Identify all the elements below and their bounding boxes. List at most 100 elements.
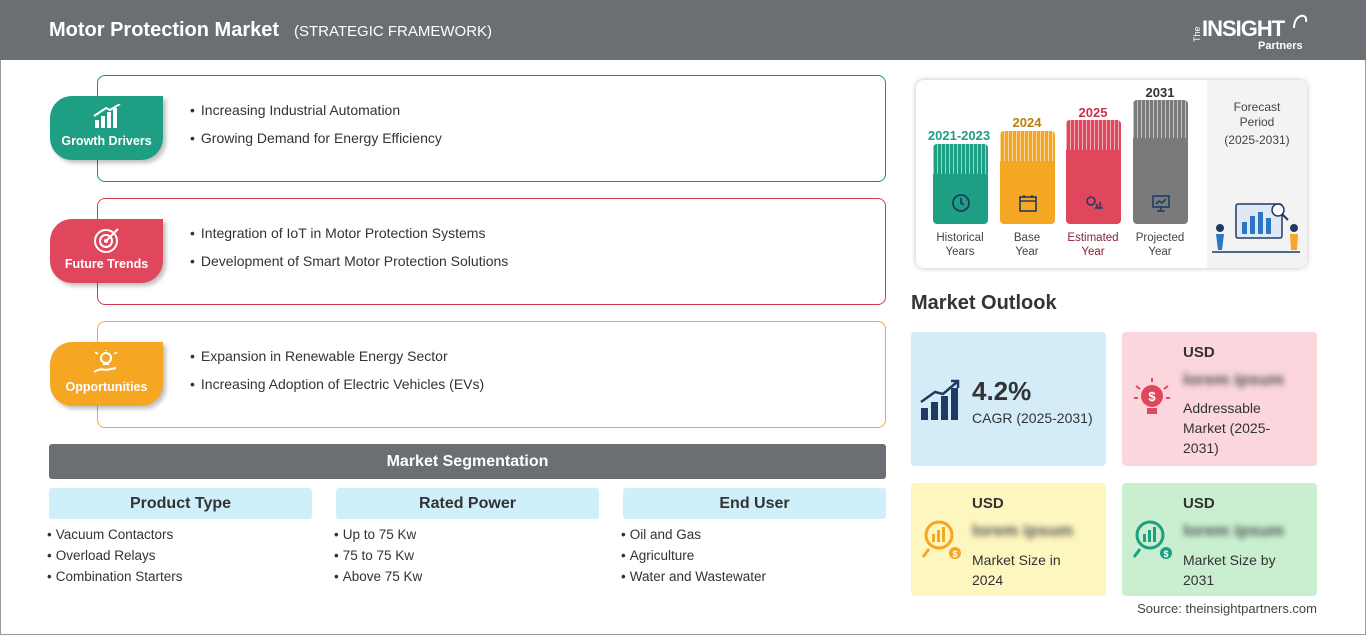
opportunities-list: Expansion in Renewable Energy Sector Inc… — [190, 342, 484, 398]
cagr-card: 4.2% CAGR (2025-2031) — [911, 332, 1106, 466]
insight-partners-logo[interactable]: The INSIGHT Partners — [1190, 10, 1310, 54]
segment-list-end-user: Oil and Gas Agriculture Water and Wastew… — [621, 524, 766, 587]
list-item: Combination Starters — [47, 566, 183, 587]
market-segmentation-header: Market Segmentation — [49, 444, 886, 479]
segment-header-end-user: End User — [623, 488, 886, 519]
forecast-period-range: (2025-2031) — [1224, 133, 1290, 147]
analytics-people-illustration-icon — [1212, 203, 1300, 253]
history-clock-icon — [951, 194, 970, 212]
segment-list-product-type: Vacuum Contactors Overload Relays Combin… — [47, 524, 183, 587]
addressable-currency: USD — [1183, 344, 1215, 361]
badge-label: Future Trends — [64, 257, 149, 271]
addressable-value-blurred: lorem ipsum — [1183, 370, 1285, 389]
bar-stripe — [933, 144, 988, 174]
list-item: Integration of IoT in Motor Protection S… — [190, 219, 508, 247]
label-line: Historical — [936, 232, 984, 244]
timeline-bar-estimated — [1066, 120, 1121, 224]
timeline-bar-historical — [933, 144, 988, 224]
forecast-title-line: Period — [1239, 115, 1275, 129]
target-icon — [94, 228, 119, 253]
label-line: 2024 — [972, 572, 1004, 588]
timeline-year-estimated: 2025 — [1078, 105, 1108, 120]
logo-the-text: The — [1192, 26, 1202, 42]
segment-list-rated-power: Up to 75 Kw 75 to 75 Kw Above 75 Kw — [334, 524, 423, 587]
label-line: Projected — [1135, 232, 1185, 244]
label-line: Year — [1081, 246, 1105, 258]
label-line: Year — [1148, 246, 1172, 258]
badge-label: Opportunities — [65, 380, 148, 394]
future-trends-box: Integration of IoT in Motor Protection S… — [97, 198, 886, 305]
header-bar: Motor Protection Market (STRATEGIC FRAME… — [0, 0, 1366, 60]
segment-header-rated-power: Rated Power — [336, 488, 599, 519]
market-outlook-title: Market Outlook — [911, 292, 1057, 314]
logo-partners-text: Partners — [1258, 40, 1303, 52]
list-item: Above 75 Kw — [334, 566, 423, 587]
bar-stripe — [1066, 120, 1121, 150]
growth-chart-icon — [920, 379, 960, 420]
timeline-bar-projected — [1133, 100, 1188, 224]
bar-stripe — [1133, 100, 1188, 138]
timeline-bar-base — [1000, 131, 1055, 224]
page-subtitle: (STRATEGIC FRAMEWORK) — [294, 23, 493, 40]
label-line: Years — [945, 246, 975, 258]
logo-main-text: INSIGHT — [1202, 16, 1285, 41]
cagr-value: 4.2% — [972, 376, 1032, 406]
growth-drivers-badge: Growth Drivers — [50, 96, 163, 160]
svg-text:$: $ — [1163, 549, 1168, 559]
gear-chart-icon — [1085, 196, 1103, 209]
list-item: Oil and Gas — [621, 524, 766, 545]
list-item: Overload Relays — [47, 545, 183, 566]
label-line: Year — [1015, 246, 1039, 258]
segment-header-product-type: Product Type — [49, 488, 312, 519]
list-item: Vacuum Contactors — [47, 524, 183, 545]
list-item: Growing Demand for Energy Efficiency — [190, 124, 442, 152]
logo-swoosh-icon — [1293, 14, 1308, 29]
lightbulb-hand-icon — [93, 350, 118, 373]
label-line: Addressable — [1183, 400, 1261, 416]
list-item: 75 to 75 Kw — [334, 545, 422, 566]
label-line: 2031) — [1183, 440, 1219, 456]
market-size-2024-card: $ USD lorem ipsum Market Size in 2024 — [911, 483, 1106, 596]
future-trends-badge: Future Trends — [50, 219, 163, 283]
bar-chart-up-icon — [93, 104, 121, 128]
opportunities-box: Expansion in Renewable Energy Sector Inc… — [97, 321, 886, 428]
size-2024-value-blurred: lorem ipsum — [972, 521, 1074, 540]
timeline-year-base: 2024 — [1012, 115, 1042, 130]
list-item: Agriculture — [621, 545, 766, 566]
label-line: Market Size by — [1183, 552, 1276, 568]
list-item: Development of Smart Motor Protection So… — [190, 247, 508, 275]
size-2031-currency: USD — [1183, 495, 1215, 512]
label-line: Base — [1013, 232, 1041, 244]
growth-drivers-box: Increasing Industrial Automation Growing… — [97, 75, 886, 182]
label-line: 2031 — [1183, 572, 1215, 588]
size-2024-label: Market Size in 2024 — [972, 550, 1061, 590]
calendar-icon — [1018, 195, 1037, 212]
svg-text:$: $ — [952, 549, 957, 559]
size-2031-label: Market Size by 2031 — [1183, 550, 1276, 590]
growth-drivers-list: Increasing Industrial Automation Growing… — [190, 96, 442, 152]
timeline-year-projected: 2031 — [1145, 85, 1175, 100]
size-2024-currency: USD — [972, 495, 1004, 512]
money-chart-icon: $ — [921, 520, 961, 559]
label-line: Market Size in — [972, 552, 1061, 568]
timeline-year-historical: 2021-2023 — [927, 128, 991, 143]
cagr-label: CAGR (2025-2031) — [972, 410, 1093, 426]
list-item: Water and Wastewater — [621, 566, 766, 587]
list-item: Expansion in Renewable Energy Sector — [190, 342, 484, 370]
source-link[interactable]: Source: theinsightpartners.com — [1137, 601, 1317, 616]
page-title: Motor Protection Market — [49, 19, 280, 41]
list-item: Increasing Adoption of Electric Vehicles… — [190, 370, 484, 398]
bar-stripe — [1000, 131, 1055, 161]
svg-text:$: $ — [1148, 389, 1156, 404]
presentation-icon — [1151, 195, 1170, 212]
badge-label: Growth Drivers — [61, 134, 152, 148]
forecast-title-line: Forecast — [1233, 100, 1281, 114]
idea-money-icon: $ — [1134, 378, 1170, 414]
